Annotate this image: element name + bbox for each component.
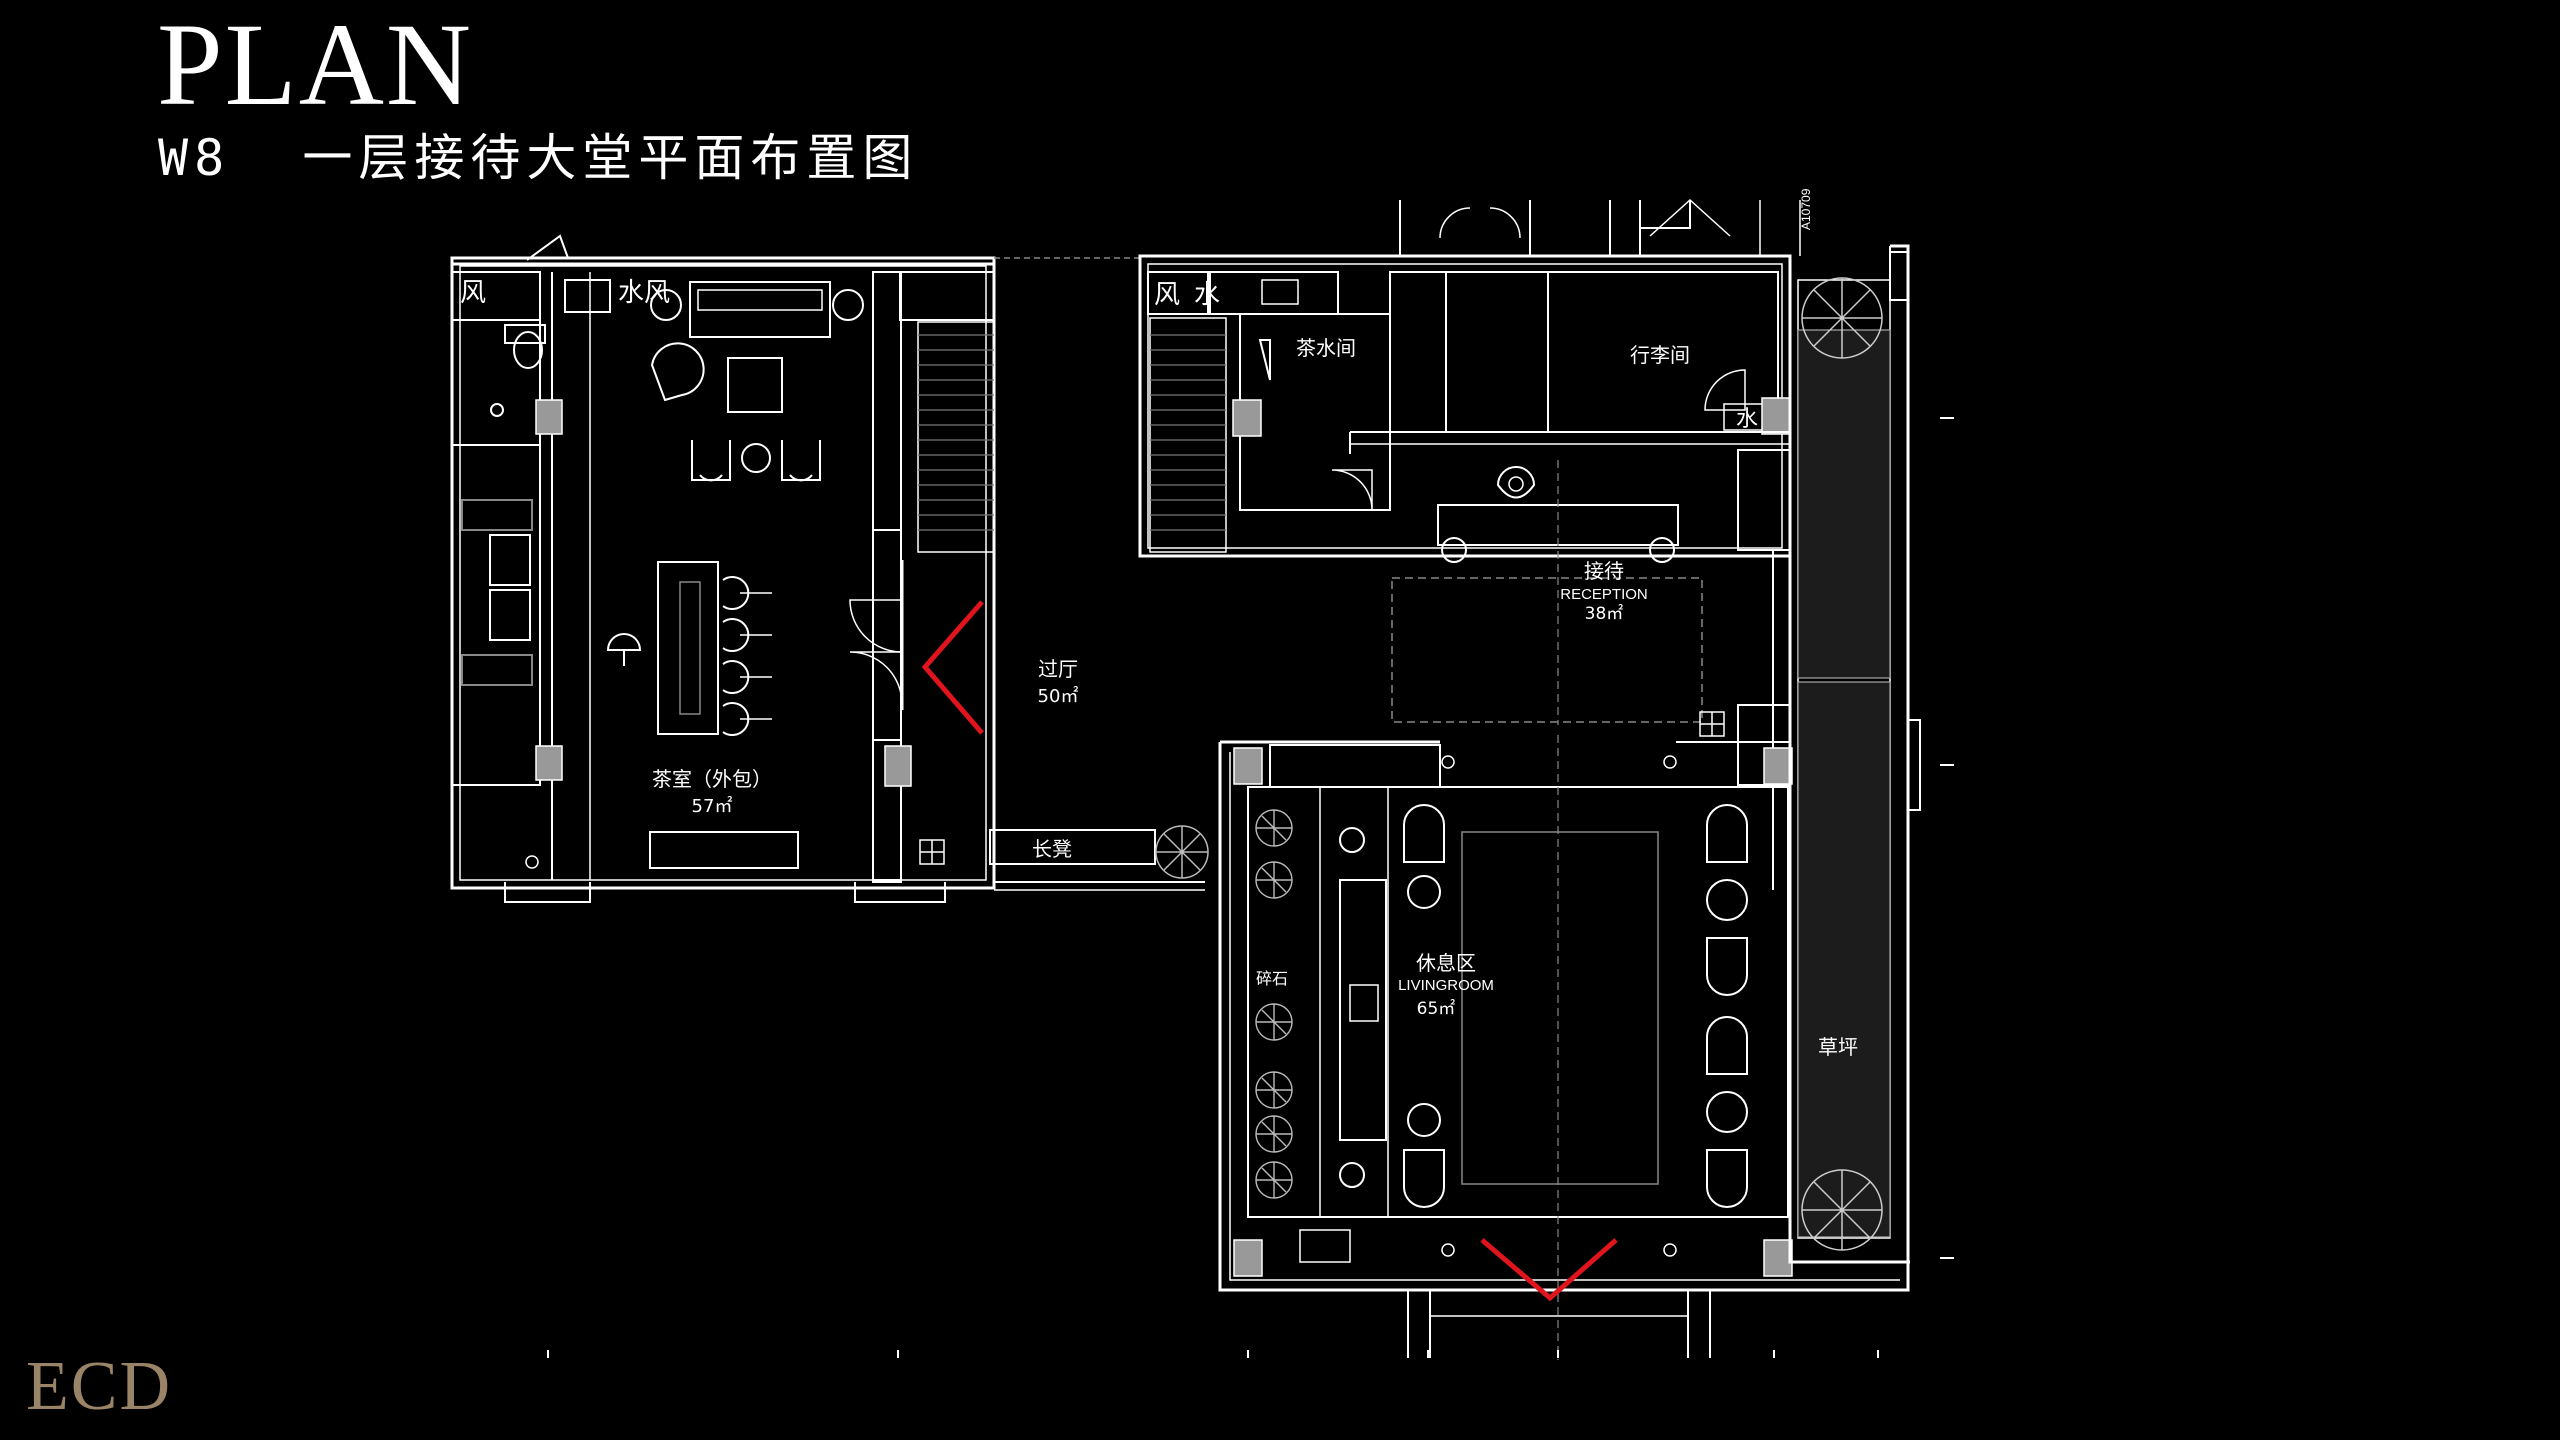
hall-area-value: 50㎡ bbox=[1038, 685, 1079, 707]
curtain-strip bbox=[452, 234, 994, 266]
tag-wind-right: 风 bbox=[1154, 280, 1180, 310]
gravel-label: 碎石 bbox=[1256, 969, 1288, 988]
reception-area-value: 38㎡ bbox=[1585, 604, 1624, 624]
lounge-name-en: LIVINGROOM bbox=[1398, 977, 1494, 994]
drawing-code: A10709 bbox=[1799, 188, 1813, 230]
reception-name: 接待 bbox=[1584, 559, 1624, 583]
brand-logo: ECD bbox=[26, 1348, 172, 1425]
tag-water-luggage: 水 bbox=[1736, 407, 1758, 432]
reception-name-en: RECEPTION bbox=[1560, 586, 1648, 603]
lounge-name: 休息区 bbox=[1416, 951, 1476, 975]
lawn-label: 草坪 bbox=[1818, 1035, 1858, 1059]
tea-room-area: 57㎡ bbox=[692, 795, 733, 817]
reception-area bbox=[1391, 460, 1791, 890]
entrance-arrow-lounge bbox=[1480, 1238, 1618, 1302]
page-title: PLAN bbox=[157, 0, 474, 130]
tag-water-left: 水 bbox=[618, 278, 644, 308]
hall-name: 过厅 bbox=[1038, 657, 1078, 681]
garden-strip bbox=[1788, 244, 1954, 1264]
lounge-area-value: 65㎡ bbox=[1417, 999, 1456, 1019]
entrance-arrow-hall bbox=[921, 600, 984, 735]
bench-label: 长凳 bbox=[1032, 837, 1072, 861]
service-block bbox=[1138, 198, 1801, 563]
tea-room-walls bbox=[450, 256, 996, 903]
tag-wind-left-2: 风 bbox=[644, 278, 670, 308]
luggage-label: 行李间 bbox=[1630, 343, 1690, 367]
hall-area bbox=[989, 257, 1227, 891]
tag-water-right: 水 bbox=[1194, 280, 1220, 310]
tea-room-name: 茶室（外包） bbox=[652, 767, 772, 791]
grid-ticks bbox=[547, 1350, 1879, 1358]
page-subtitle: W8 一层接待大堂平面布置图 bbox=[158, 129, 919, 187]
pantry-label: 茶水间 bbox=[1296, 336, 1356, 360]
tag-wind-left: 风 bbox=[460, 278, 486, 308]
